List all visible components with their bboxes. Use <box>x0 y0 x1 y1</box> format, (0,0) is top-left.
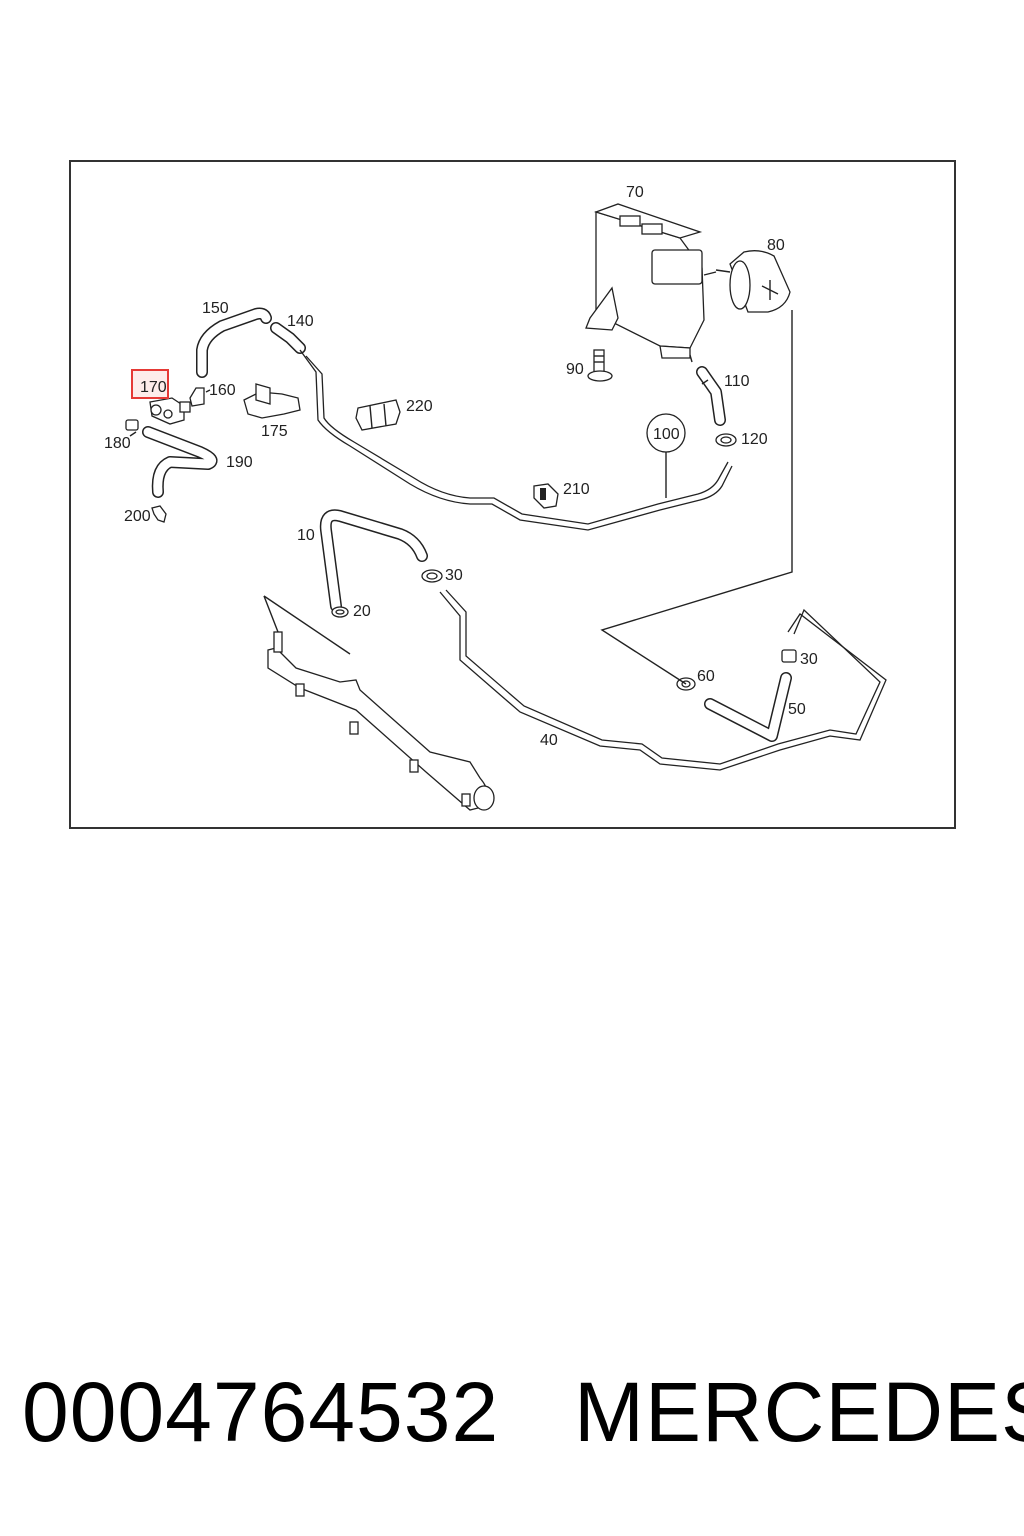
fuel-rail[interactable] <box>263 595 495 811</box>
fuel-filter[interactable] <box>715 250 791 313</box>
label-170[interactable]: 170 <box>140 379 167 396</box>
leader-lines <box>129 310 793 685</box>
label-200: 200 <box>124 508 151 525</box>
label-30-left: 30 <box>445 567 463 584</box>
clamp-120[interactable] <box>715 433 737 447</box>
label-160: 160 <box>209 382 236 399</box>
label-175: 175 <box>261 423 288 440</box>
cap-180[interactable] <box>125 419 139 431</box>
hose-110[interactable] <box>696 366 726 426</box>
diagram-frame <box>69 160 956 829</box>
elbow-200[interactable] <box>151 505 167 523</box>
part-number: 0004764532 <box>22 1365 500 1459</box>
clamp-30-left[interactable] <box>421 569 443 583</box>
label-50: 50 <box>788 701 806 718</box>
valve-170[interactable] <box>149 397 191 425</box>
highlight-box-170 <box>131 369 169 399</box>
label-10: 10 <box>297 527 315 544</box>
fuel-line-upper[interactable] <box>299 349 733 531</box>
label-140: 140 <box>287 313 314 330</box>
label-80: 80 <box>767 237 785 254</box>
label-90: 90 <box>566 361 584 378</box>
callout-circle-100 <box>646 413 686 453</box>
bracket-175[interactable] <box>243 383 301 419</box>
label-220: 220 <box>406 398 433 415</box>
label-40: 40 <box>540 732 558 749</box>
hose-190[interactable] <box>142 426 218 498</box>
label-120: 120 <box>741 431 768 448</box>
charcoal-canister[interactable] <box>585 203 717 363</box>
label-70: 70 <box>626 184 644 201</box>
hose-10[interactable] <box>319 509 428 612</box>
clip-210[interactable] <box>533 483 559 509</box>
clamp-30-right[interactable] <box>781 649 797 663</box>
hose-140[interactable] <box>270 322 306 354</box>
label-180: 180 <box>104 435 131 452</box>
clamp-20[interactable] <box>331 606 349 618</box>
mounting-bolt[interactable] <box>587 349 613 382</box>
label-30-right: 30 <box>800 651 818 668</box>
label-20: 20 <box>353 603 371 620</box>
fitting-160[interactable] <box>189 387 205 407</box>
label-110: 110 <box>724 373 750 390</box>
label-60: 60 <box>697 668 715 685</box>
label-190: 190 <box>226 454 253 471</box>
label-100: 100 <box>653 426 680 443</box>
brand-name: MERCEDES <box>574 1365 1024 1459</box>
label-150: 150 <box>202 300 229 317</box>
holder-220[interactable] <box>355 399 401 431</box>
label-210: 210 <box>563 481 590 498</box>
fuel-line-40[interactable] <box>439 589 887 771</box>
hose-150[interactable] <box>196 307 272 378</box>
hose-50[interactable] <box>704 672 792 742</box>
